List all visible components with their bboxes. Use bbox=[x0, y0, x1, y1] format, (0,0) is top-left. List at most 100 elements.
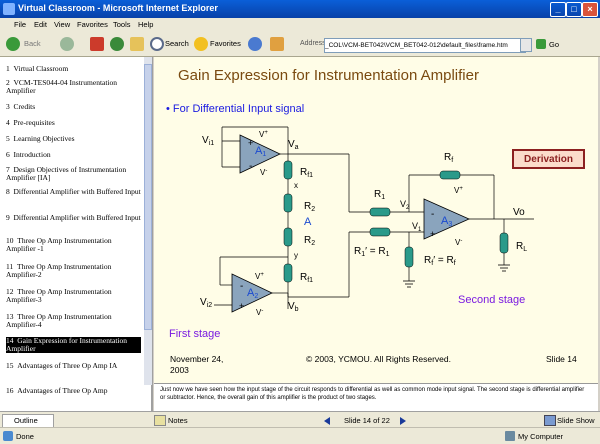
a2-minus-sign: - bbox=[240, 281, 243, 292]
page-icon bbox=[3, 431, 13, 441]
rf-prime-resistor bbox=[404, 246, 414, 268]
a2-plus-sign: + bbox=[239, 301, 244, 311]
a2-vminus: V- bbox=[256, 308, 263, 317]
go-arrow-icon[interactable] bbox=[536, 39, 546, 49]
search-icon[interactable] bbox=[150, 37, 164, 51]
a3-vminus: V- bbox=[455, 238, 462, 247]
menu-view[interactable]: View bbox=[54, 20, 71, 29]
r1-label: R1 bbox=[374, 189, 385, 201]
outline-item[interactable]: 12 Three Op Amp Instrumentation Amplifie… bbox=[6, 287, 112, 304]
notes-button[interactable]: Notes bbox=[168, 416, 188, 425]
r2-bottom-label: R2 bbox=[304, 235, 315, 247]
vi1-label: Vi1 bbox=[202, 135, 214, 147]
maximize-button[interactable]: □ bbox=[566, 2, 582, 17]
r1-prime-resistor bbox=[369, 227, 391, 237]
r1-prime-label: R1′ = R1 bbox=[354, 246, 390, 258]
outline-scrollbar-thumb[interactable] bbox=[144, 64, 152, 330]
second-stage-label: Second stage bbox=[458, 294, 526, 306]
rf1-top-label: Rf1 bbox=[300, 167, 313, 179]
previous-slide-icon[interactable] bbox=[324, 417, 330, 425]
home-icon[interactable] bbox=[130, 37, 144, 51]
derivation-button[interactable]: Derivation bbox=[512, 149, 585, 169]
outline-item[interactable]: 10 Three Op Amp Instrumentation Amplifie… bbox=[6, 236, 112, 253]
outline-item[interactable]: 5 Learning Objectives bbox=[6, 134, 75, 143]
slideshow-button[interactable]: Slide Show bbox=[557, 416, 595, 425]
a1-plus-sign: + bbox=[248, 138, 253, 148]
history-icon[interactable] bbox=[270, 37, 284, 51]
vi2-label: Vi2 bbox=[200, 297, 212, 309]
outline-item[interactable]: 13 Three Op Amp Instrumentation Amplifie… bbox=[6, 312, 112, 329]
slideshow-icon[interactable] bbox=[544, 415, 556, 426]
rf-label: Rf bbox=[444, 152, 453, 164]
rf1-bottom-label: Rf1 bbox=[300, 272, 313, 284]
back-button[interactable]: Back bbox=[24, 39, 41, 48]
rf-prime-label: Rf′ = Rf bbox=[424, 255, 456, 267]
notes-text: Just now we have seen how the input stag… bbox=[160, 387, 585, 401]
rf1-top-resistor bbox=[283, 160, 293, 180]
outline-item[interactable]: 2 VCM-TES044-04 Instrumentation Amplifie… bbox=[6, 78, 118, 95]
r2-top-resistor bbox=[283, 193, 293, 213]
a2-label: A2 bbox=[247, 287, 258, 300]
slide-title: Gain Expression for Instrumentation Ampl… bbox=[178, 67, 479, 84]
address-input[interactable]: _COL\VCM-BET042\VCM_BET042-012\default_f… bbox=[324, 38, 526, 53]
menu-edit[interactable]: Edit bbox=[34, 20, 47, 29]
r2-top-label: R2 bbox=[304, 201, 315, 213]
refresh-icon[interactable] bbox=[110, 37, 124, 51]
rl-resistor bbox=[499, 232, 509, 254]
stop-icon[interactable] bbox=[90, 37, 104, 51]
outline-item[interactable]: 7 Design Objectives of Instrumentation A… bbox=[6, 165, 127, 182]
slide-date: November 24, 2003 bbox=[170, 354, 224, 375]
media-icon[interactable] bbox=[248, 37, 262, 51]
menu-help[interactable]: Help bbox=[138, 20, 154, 29]
a3-label: A3 bbox=[441, 215, 452, 228]
outline-item[interactable]: 15 Advantages of Three Op Amp IA bbox=[6, 361, 118, 370]
outline-item[interactable]: 16 Advantages of Three Op Amp bbox=[6, 386, 108, 395]
slide-number: Slide 14 bbox=[546, 354, 577, 364]
menu-file[interactable]: File bbox=[14, 20, 27, 29]
go-button[interactable]: Go bbox=[549, 40, 560, 49]
outline-tab-label[interactable]: Outline bbox=[14, 416, 38, 425]
outline-item[interactable]: 11 Three Op Amp Instrumentation Amplifie… bbox=[6, 262, 112, 279]
presentation-bar: Outline Notes Slide 14 of 22 Slide Show bbox=[0, 411, 600, 428]
back-arrow-icon[interactable] bbox=[6, 37, 20, 51]
a1-label: A1 bbox=[255, 145, 266, 158]
outline-item[interactable]: 9 Differential Amplifier with Buffered I… bbox=[6, 213, 141, 222]
notes-icon[interactable] bbox=[154, 415, 166, 426]
outline-item-selected[interactable]: 14 Gain Expression for Instrumentation A… bbox=[6, 337, 141, 353]
rf-resistor bbox=[439, 170, 461, 180]
slide-copyright: © 2003, YCMOU. All Rights Reserved. bbox=[306, 354, 451, 364]
address-label: Address bbox=[300, 40, 326, 47]
v2-label: V2 bbox=[400, 199, 410, 211]
outline-item[interactable]: 1 Virtual Classroom bbox=[6, 64, 69, 73]
close-button[interactable]: × bbox=[582, 2, 598, 17]
a3-plus-sign: + bbox=[430, 229, 435, 239]
outline-item[interactable]: 4 Pre-requisites bbox=[6, 118, 55, 127]
node-y-label: y bbox=[294, 251, 298, 260]
favorites-button[interactable]: Favorites bbox=[210, 39, 241, 48]
node-x-label: x bbox=[294, 181, 298, 190]
menu-favorites[interactable]: Favorites bbox=[77, 20, 108, 29]
next-slide-icon[interactable] bbox=[400, 417, 406, 425]
menu-tools[interactable]: Tools bbox=[113, 20, 131, 29]
outline-item[interactable]: 3 Credits bbox=[6, 102, 36, 111]
my-computer-icon bbox=[505, 431, 515, 441]
a1-minus-sign: - bbox=[249, 161, 252, 172]
r2-bottom-resistor bbox=[283, 227, 293, 247]
v1-label: V1 bbox=[412, 221, 422, 233]
outline-item[interactable]: 6 Introduction bbox=[6, 150, 51, 159]
vb-label: Vb bbox=[288, 301, 299, 313]
zone-text: My Computer bbox=[518, 432, 564, 441]
minimize-button[interactable]: _ bbox=[550, 2, 566, 17]
title-bar: Virtual Classroom - Microsoft Internet E… bbox=[0, 0, 600, 18]
notes-pane: Just now we have seen how the input stag… bbox=[154, 383, 598, 411]
r1-resistor bbox=[369, 207, 391, 217]
a1-vminus: V- bbox=[260, 168, 267, 177]
address-dropdown-icon[interactable] bbox=[520, 38, 532, 52]
favorites-star-icon[interactable] bbox=[194, 37, 208, 51]
forward-arrow-icon[interactable] bbox=[60, 37, 74, 51]
search-button[interactable]: Search bbox=[165, 39, 189, 48]
slide-counter: Slide 14 of 22 bbox=[344, 416, 390, 425]
outline-item[interactable]: 8 Differential Amplifier with Buffered I… bbox=[6, 187, 141, 196]
a3-minus-sign: - bbox=[431, 209, 434, 220]
toolbar: Back Search Favorites Address _COL\VCM-B… bbox=[0, 32, 600, 57]
